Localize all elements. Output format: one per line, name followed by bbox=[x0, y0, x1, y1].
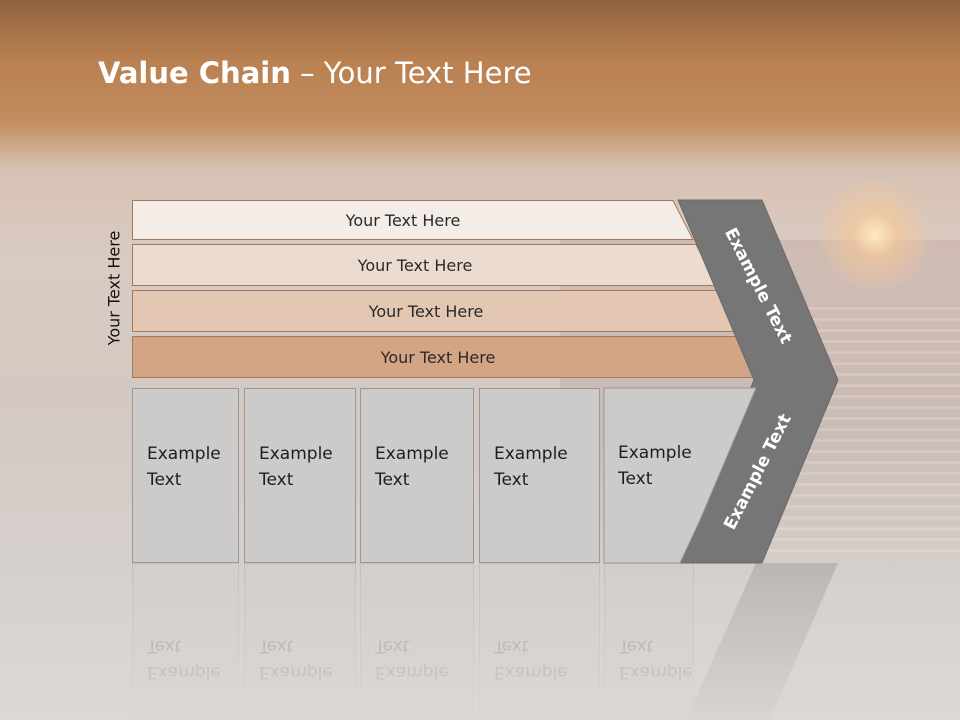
row-2-label: Your Text Here bbox=[357, 255, 473, 275]
cell-5-line2: Text bbox=[618, 469, 653, 489]
row-4[interactable]: Your Text Here bbox=[132, 336, 764, 378]
sun-glow bbox=[820, 180, 930, 290]
title-rest: – Your Text Here bbox=[290, 56, 532, 90]
cell-3-line1: Example bbox=[375, 444, 449, 464]
reflect-chevron bbox=[678, 563, 838, 720]
row-1-shape bbox=[132, 200, 694, 240]
cell-2-line2: Text bbox=[259, 470, 294, 490]
cell-4-line1: Example bbox=[494, 444, 568, 464]
row-4-label: Your Text Here bbox=[380, 347, 496, 367]
slide-title: Value Chain – Your Text Here bbox=[98, 56, 532, 90]
row-1[interactable]: Your Text Here bbox=[132, 200, 694, 240]
cell-5-line1: Example bbox=[618, 443, 692, 463]
row-3-label: Your Text Here bbox=[368, 301, 484, 321]
row-1-label: Your Text Here bbox=[345, 210, 461, 230]
cell-2-line1: Example bbox=[259, 444, 333, 464]
cell-3-line2: Text bbox=[375, 470, 410, 490]
cell-1-line2: Text bbox=[147, 470, 182, 490]
cell-4-line2: Text bbox=[494, 470, 529, 490]
title-bold: Value Chain bbox=[98, 56, 291, 90]
cell-1-line1: Example bbox=[147, 444, 221, 464]
